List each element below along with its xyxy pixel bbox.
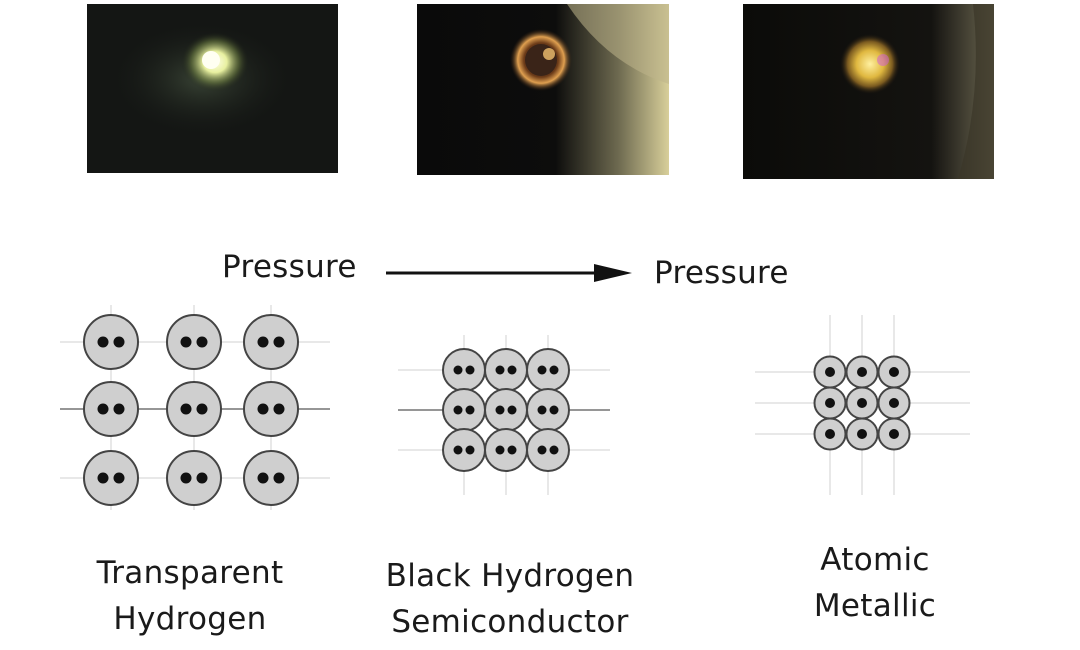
- electron-dot: [537, 405, 547, 415]
- electron-dot: [549, 365, 559, 375]
- sphere: [243, 450, 299, 506]
- electron-dot: [453, 405, 463, 415]
- electron-dot: [273, 336, 285, 348]
- electron-dot: [273, 403, 285, 415]
- caption-black-line1: Black Hydrogen: [385, 558, 635, 594]
- photo-atomic-metallic: [743, 4, 994, 179]
- lattice-transparent-hydrogen: [60, 305, 330, 510]
- electron-dot: [196, 472, 208, 484]
- sphere: [166, 450, 222, 506]
- electron-dot: [196, 336, 208, 348]
- pressure-label-right: Pressure: [654, 255, 789, 291]
- electron-dot: [196, 403, 208, 415]
- electron-dot: [507, 365, 517, 375]
- sphere: [166, 381, 222, 437]
- electron-dot: [257, 403, 269, 415]
- caption-transparent-line2: Hydrogen: [113, 601, 267, 637]
- electron-dot: [825, 367, 835, 377]
- caption-atomic-metallic: Atomic Metallic: [775, 537, 975, 629]
- lattice-black-hydrogen: [398, 335, 610, 495]
- electron-dot: [257, 472, 269, 484]
- caption-transparent-line1: Transparent: [96, 555, 284, 591]
- sphere: [442, 428, 486, 472]
- electron-dot: [495, 445, 505, 455]
- electron-dot: [507, 405, 517, 415]
- electron-dot: [257, 336, 269, 348]
- electron-dot: [889, 398, 899, 408]
- lattice-atomic-metallic: [755, 315, 970, 495]
- electron-dot: [495, 405, 505, 415]
- sphere: [526, 428, 570, 472]
- sphere: [83, 314, 139, 370]
- electron-dot: [465, 445, 475, 455]
- electron-dot: [465, 365, 475, 375]
- caption-black-hydrogen: Black Hydrogen Semiconductor: [370, 553, 650, 645]
- electron-dot: [495, 365, 505, 375]
- sphere: [83, 450, 139, 506]
- electron-dot: [113, 336, 125, 348]
- caption-transparent-hydrogen: Transparent Hydrogen: [60, 550, 320, 642]
- electron-dot: [97, 472, 109, 484]
- electron-dot: [537, 445, 547, 455]
- pressure-arrow: [384, 262, 634, 284]
- electron-dot: [549, 405, 559, 415]
- sphere: [243, 314, 299, 370]
- photo-transparent-hydrogen: [87, 4, 338, 173]
- electron-dot: [857, 398, 867, 408]
- electron-dot: [465, 405, 475, 415]
- electron-dot: [180, 472, 192, 484]
- sphere: [526, 388, 570, 432]
- sphere: [484, 348, 528, 392]
- electron-dot: [825, 398, 835, 408]
- electron-dot: [507, 445, 517, 455]
- electron-dot: [453, 445, 463, 455]
- electron-dot: [97, 403, 109, 415]
- sphere: [243, 381, 299, 437]
- electron-dot: [180, 336, 192, 348]
- sphere: [442, 388, 486, 432]
- sphere: [83, 381, 139, 437]
- sphere: [442, 348, 486, 392]
- caption-metallic-line2: Metallic: [813, 588, 937, 624]
- pressure-label-left: Pressure: [222, 249, 357, 285]
- caption-metallic-line1: Atomic: [820, 542, 930, 578]
- electron-dot: [857, 367, 867, 377]
- photo-black-hydrogen: [417, 4, 669, 175]
- electron-dot: [889, 429, 899, 439]
- sphere: [166, 314, 222, 370]
- electron-dot: [889, 367, 899, 377]
- electron-dot: [113, 403, 125, 415]
- caption-black-line2: Semiconductor: [391, 604, 629, 640]
- sphere: [484, 388, 528, 432]
- electron-dot: [537, 365, 547, 375]
- electron-dot: [97, 336, 109, 348]
- sphere: [484, 428, 528, 472]
- electron-dot: [180, 403, 192, 415]
- electron-dot: [453, 365, 463, 375]
- electron-dot: [113, 472, 125, 484]
- sphere: [526, 348, 570, 392]
- electron-dot: [273, 472, 285, 484]
- electron-dot: [825, 429, 835, 439]
- electron-dot: [857, 429, 867, 439]
- electron-dot: [549, 445, 559, 455]
